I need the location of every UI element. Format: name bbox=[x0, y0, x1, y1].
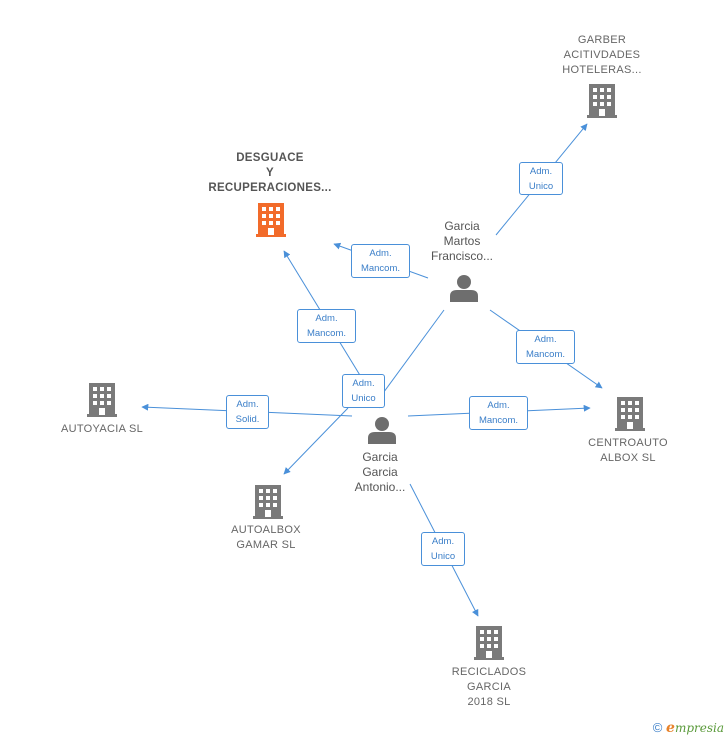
company-label-garber[interactable]: GARBER ACITIVDADES HOTELERAS... bbox=[562, 34, 642, 76]
company-label-autoyacia[interactable]: AUTOYACIA SL bbox=[60, 423, 144, 435]
building-icon bbox=[615, 397, 645, 431]
edge-label-antonio-reciclados: Adm. Unico bbox=[421, 532, 465, 566]
building-icon bbox=[253, 485, 283, 519]
empresia-logo: empresia bbox=[666, 720, 724, 736]
edge-label-martos-centroauto: Adm. Mancom. bbox=[516, 330, 575, 364]
building-icon bbox=[587, 84, 617, 118]
building-icon bbox=[474, 626, 504, 660]
edge-antonio-autoalbox bbox=[283, 407, 349, 475]
copyright-symbol: © bbox=[652, 720, 663, 735]
company-label-desguace[interactable]: DESGUACE Y RECUPERACIONES... bbox=[208, 152, 332, 194]
edge-label-martos-desguace: Adm. Mancom. bbox=[351, 244, 410, 278]
person-label-antonio[interactable]: Garcia Garcia Antonio... bbox=[354, 450, 406, 494]
building-icon bbox=[87, 383, 117, 417]
building-icon bbox=[256, 203, 286, 237]
company-label-reciclados[interactable]: RECICLADOS GARCIA 2018 SL bbox=[451, 666, 527, 708]
person-icon bbox=[450, 275, 478, 302]
edge-label-antonio-desguace: Adm. Mancom. bbox=[297, 309, 356, 343]
person-icon bbox=[368, 417, 396, 444]
empresia-watermark: © empresia bbox=[653, 720, 724, 736]
edge-label-antonio-centroauto: Adm. Mancom. bbox=[469, 396, 528, 430]
edge-label-martos-garber: Adm. Unico bbox=[519, 162, 563, 195]
edge-label-antonio-autoyacia: Adm. Solid. bbox=[226, 395, 269, 429]
person-label-martos[interactable]: Garcia Martos Francisco... bbox=[430, 219, 493, 263]
edge-label-martos-antonio: Adm. Unico bbox=[342, 374, 385, 408]
company-label-autoalbox[interactable]: AUTOALBOX GAMAR SL bbox=[231, 524, 301, 551]
edge-martos-antonio bbox=[377, 309, 445, 401]
company-label-centroauto[interactable]: CENTROAUTO ALBOX SL bbox=[588, 437, 668, 464]
